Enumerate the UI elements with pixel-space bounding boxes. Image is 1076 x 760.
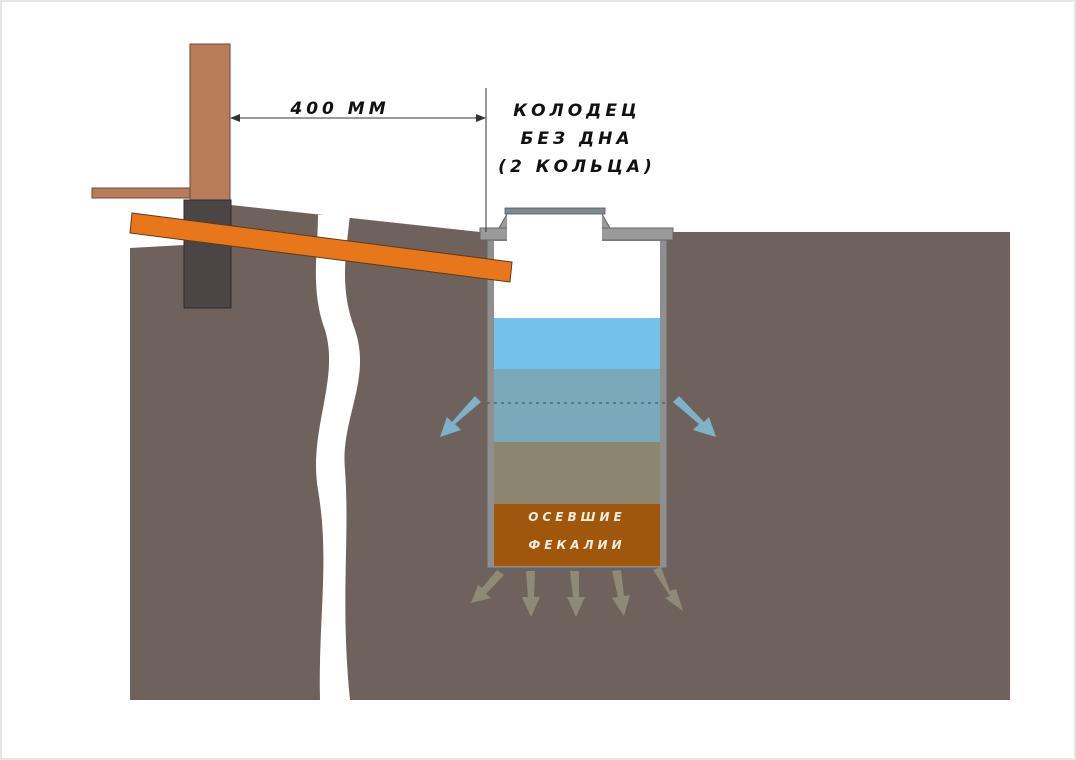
ground-left [130,200,487,700]
sediment-label-line-1: ОСЕВШИЕ [528,510,625,524]
seep-arrow-down-2-icon [522,571,540,617]
seep-arrow-down-3-icon [567,571,585,617]
well-label-line-1: КОЛОДЕЦ [513,101,640,121]
foundation [183,199,232,309]
seep-arrow-right-icon [673,396,716,437]
seep-arrow-down-1-icon [471,570,504,603]
soil-crack [315,215,361,700]
well-interior [494,241,660,318]
ground-right [667,232,1010,700]
well-hatch-opening [507,214,602,241]
sediment-label-line-2: ФЕКАЛИИ [528,538,625,552]
dimension-label: 400 ММ [289,99,389,119]
plank [91,187,191,199]
seep-arrow-down-4-icon [612,570,630,616]
seep-arrow-down-5-icon [653,567,683,611]
sewer-pipe [129,212,513,283]
well-label-line-3: (2 КОЛЬЦА) [498,157,656,177]
layer-sediment [494,504,660,566]
wooden-post [189,43,231,203]
well-hatch-cover [504,207,606,215]
well-label-line-2: БЕЗ ДНА [520,129,633,149]
layer-sludge [494,442,660,504]
layer-clear-water [494,318,660,369]
layer-mixed-water [494,369,660,442]
seep-arrow-left-icon [440,396,481,437]
